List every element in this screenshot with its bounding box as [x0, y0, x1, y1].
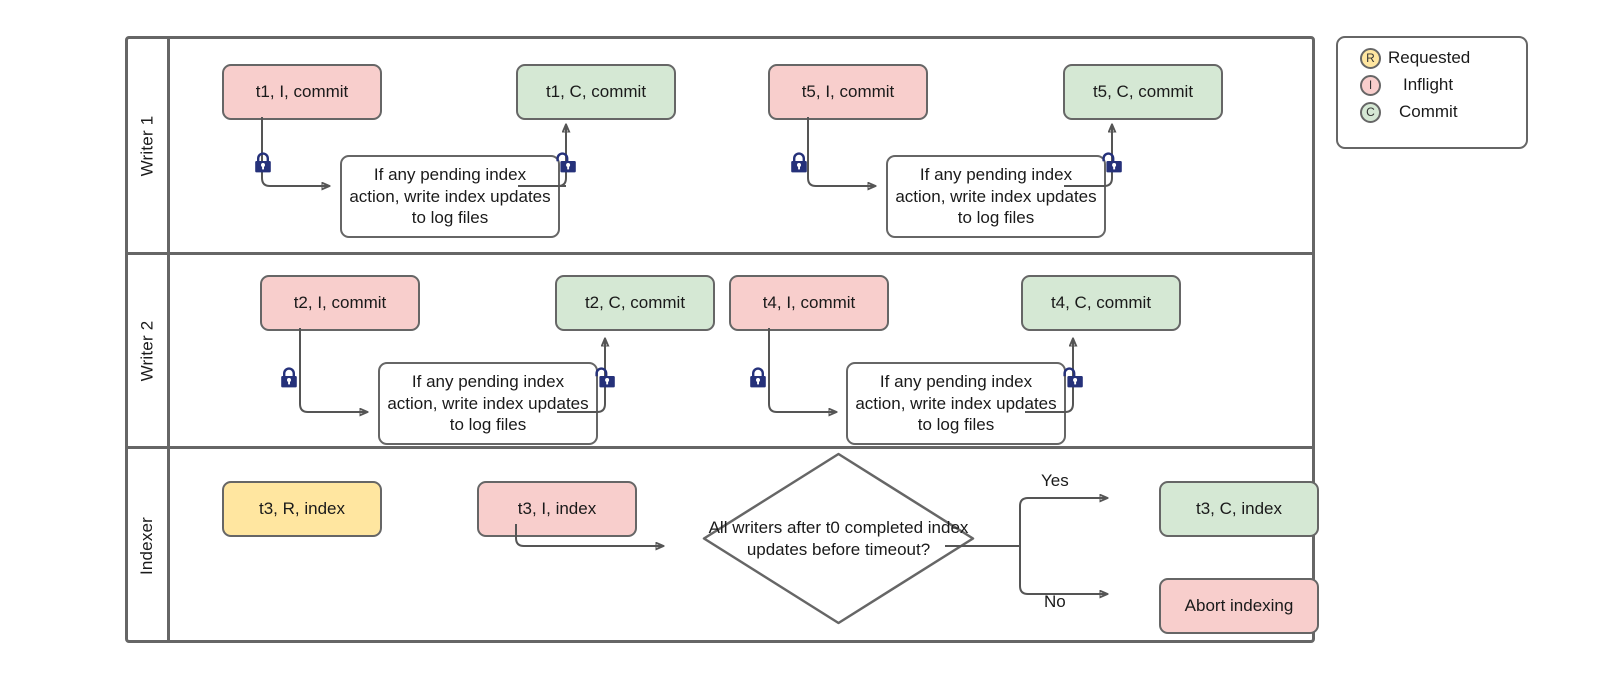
lock-open-icon — [595, 367, 615, 389]
swimlane-pool: Writer 1 t1, I, commit If any pending in… — [125, 36, 1319, 643]
edge-label-yes: Yes — [1041, 471, 1069, 490]
lane-header-indexer: Indexer — [128, 449, 170, 643]
node-ix-abort[interactable]: Abort indexing — [1159, 578, 1319, 634]
lane-indexer: Indexer t3, R, index t3, I, index All wr… — [128, 449, 1319, 643]
node-w2-t4-commit[interactable]: t4, C, commit — [1021, 275, 1181, 331]
lane-body-writer-2: t2, I, commit If any pending index actio… — [170, 255, 1312, 446]
node-ix-t3-commit[interactable]: t3, C, index — [1159, 481, 1319, 537]
edge-label-no: No — [1044, 592, 1066, 611]
lane-body-indexer: t3, R, index t3, I, index All writers af… — [170, 449, 1319, 643]
lane-body-writer-1: t1, I, commit If any pending index actio… — [170, 39, 1312, 252]
node-w2-action-1[interactable]: If any pending index action, write index… — [378, 362, 598, 445]
lock-open-icon — [556, 152, 576, 174]
node-w2-t2-inflight[interactable]: t2, I, commit — [260, 275, 420, 331]
legend-item-requested: R Requested — [1360, 45, 1526, 71]
legend-panel: R Requested I Inflight C Commit — [1336, 36, 1528, 149]
node-w2-action-2[interactable]: If any pending index action, write index… — [846, 362, 1066, 445]
legend-label-inflight: Inflight — [1403, 75, 1454, 94]
lock-open-icon — [1102, 152, 1122, 174]
lane-writer-1: Writer 1 t1, I, commit If any pending in… — [128, 39, 1312, 255]
lock-closed-icon — [789, 152, 809, 174]
node-w2-t4-inflight[interactable]: t4, I, commit — [729, 275, 889, 331]
legend-badge-commit-icon: C — [1360, 101, 1381, 123]
lock-open-icon — [1063, 367, 1083, 389]
lock-closed-icon — [253, 152, 273, 174]
legend-label-commit: Commit — [1399, 102, 1458, 121]
lock-closed-icon — [748, 367, 768, 389]
legend-item-commit: C Commit — [1360, 99, 1526, 125]
node-w1-t1-inflight[interactable]: t1, I, commit — [222, 64, 382, 120]
legend-badge-requested-icon: R — [1360, 47, 1381, 69]
node-w1-t5-inflight[interactable]: t5, I, commit — [768, 64, 928, 120]
node-ix-decision[interactable]: All writers after t0 completed index upd… — [701, 451, 976, 626]
node-w1-action-2[interactable]: If any pending index action, write index… — [886, 155, 1106, 238]
lane-header-writer-1: Writer 1 — [128, 39, 170, 252]
legend-item-inflight: I Inflight — [1360, 72, 1526, 98]
lane-label-indexer: Indexer — [137, 516, 157, 576]
legend-label-requested: Requested — [1388, 48, 1471, 67]
lane-header-writer-2: Writer 2 — [128, 255, 170, 446]
lock-closed-icon — [279, 367, 299, 389]
lane-label-writer-2: Writer 2 — [137, 320, 157, 381]
node-ix-t3-requested[interactable]: t3, R, index — [222, 481, 382, 537]
node-w1-t5-commit[interactable]: t5, C, commit — [1063, 64, 1223, 120]
node-ix-t3-inflight[interactable]: t3, I, index — [477, 481, 637, 537]
legend-badge-inflight-icon: I — [1360, 74, 1381, 96]
node-w2-t2-commit[interactable]: t2, C, commit — [555, 275, 715, 331]
node-w1-action-1[interactable]: If any pending index action, write index… — [340, 155, 560, 238]
lane-label-writer-1: Writer 1 — [137, 115, 157, 176]
node-w1-t1-commit[interactable]: t1, C, commit — [516, 64, 676, 120]
lane-writer-2: Writer 2 t2, I, commit If any pending in… — [128, 255, 1312, 449]
